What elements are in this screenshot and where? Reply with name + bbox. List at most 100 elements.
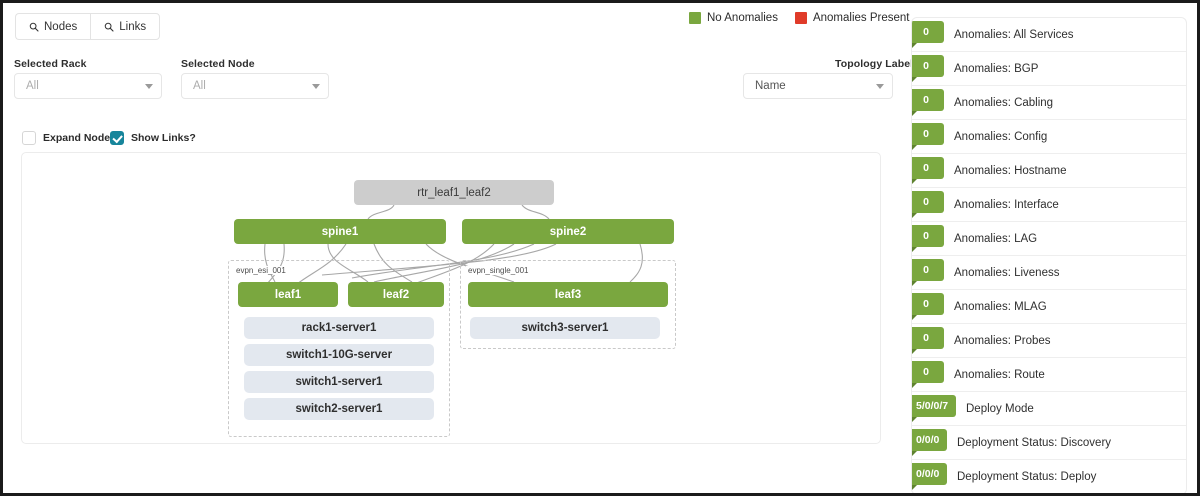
chevron-down-icon — [876, 83, 884, 89]
anomaly-row[interactable]: 0 Anomalies: LAG — [912, 222, 1186, 256]
anomaly-count-badge[interactable]: 0 — [912, 361, 944, 392]
anomaly-count-badge[interactable]: 0 — [912, 157, 944, 188]
anomaly-row[interactable]: 5/0/0/7 Deploy Mode — [912, 392, 1186, 426]
legend-label-anomalies-present: Anomalies Present — [812, 12, 910, 24]
node-label: rtr_leaf1_leaf2 — [417, 186, 491, 199]
node-spine1[interactable]: spine1 — [234, 219, 446, 244]
chevron-down-icon — [312, 83, 320, 89]
node-leaf1[interactable]: leaf1 — [238, 282, 338, 307]
expand-nodes-option[interactable]: Expand Nodes? — [22, 131, 122, 145]
node-label: switch1-server1 — [295, 376, 383, 388]
anomaly-count-badge[interactable]: 0 — [912, 327, 944, 358]
anomaly-row[interactable]: 0 Anomalies: Interface — [912, 188, 1186, 222]
anomaly-row[interactable]: 0 Anomalies: Route — [912, 358, 1186, 392]
selected-rack-label: Selected Rack — [14, 58, 87, 70]
anomaly-count-badge[interactable]: 0/0/0 — [912, 463, 948, 493]
legend-swatch-red — [794, 12, 807, 24]
anomaly-count-badge[interactable]: 0 — [912, 123, 944, 154]
anomaly-row-label[interactable]: Anomalies: Interface — [954, 198, 1059, 211]
node-leaf2[interactable]: leaf2 — [348, 282, 444, 307]
node-switch2-server1[interactable]: switch2-server1 — [244, 398, 434, 420]
anomaly-row-label[interactable]: Anomalies: Probes — [954, 334, 1051, 347]
show-links-checkbox[interactable] — [110, 131, 124, 145]
anomaly-row[interactable]: 0 Anomalies: Hostname — [912, 154, 1186, 188]
legend-swatch-green — [689, 12, 701, 24]
topology-label-value: Name — [755, 80, 786, 92]
anomaly-count-badge[interactable]: 0 — [912, 191, 944, 222]
anomaly-row[interactable]: 0 Anomalies: Probes — [912, 324, 1186, 358]
node-spine2[interactable]: spine2 — [462, 219, 674, 244]
expand-nodes-checkbox[interactable] — [22, 131, 36, 145]
node-label: leaf3 — [554, 288, 582, 301]
anomaly-row[interactable]: 0 Anomalies: Liveness — [912, 256, 1186, 290]
search-icon — [29, 22, 39, 32]
node-rtr-leaf1-leaf2[interactable]: rtr_leaf1_leaf2 — [354, 180, 554, 205]
chevron-down-icon — [145, 83, 153, 89]
anomaly-row-label[interactable]: Anomalies: BGP — [954, 62, 1039, 75]
show-links-option[interactable]: Show Links? — [110, 131, 196, 145]
anomaly-row-label[interactable]: Deployment Status: Deploy — [957, 471, 1097, 483]
node-switch3-server1[interactable]: switch3-server1 — [470, 317, 660, 339]
anomaly-count-badge[interactable]: 0 — [912, 293, 944, 324]
node-rack1-server1[interactable]: rack1-server1 — [244, 317, 434, 339]
tab-links-label: Links — [119, 20, 147, 33]
group-evpn-single-001 — [460, 260, 676, 349]
anomaly-row[interactable]: 0 Anomalies: MLAG — [912, 290, 1186, 324]
anomaly-row-label[interactable]: Anomalies: Route — [954, 368, 1045, 381]
node-label: switch3-server1 — [521, 322, 609, 334]
group-evpn-esi-001 — [228, 260, 450, 437]
group-label-evpn-single-001: evpn_single_001 — [466, 266, 531, 275]
anomaly-row-label[interactable]: Anomalies: MLAG — [954, 300, 1047, 313]
anomaly-row[interactable]: 0 Anomalies: BGP — [912, 52, 1186, 86]
anomaly-count-badge[interactable]: 0 — [912, 55, 944, 86]
anomaly-row[interactable]: 0 Anomalies: Config — [912, 120, 1186, 154]
legend-item-no-anomalies: No Anomalies — [689, 12, 778, 24]
node-switch1-10g-server[interactable]: switch1-10G-server — [244, 344, 434, 366]
tab-nodes[interactable]: Nodes — [15, 13, 91, 40]
anomaly-row[interactable]: 0/0/0 Deployment Status: Deploy — [912, 460, 1186, 493]
node-label: rack1-server1 — [301, 322, 377, 334]
anomaly-count-badge[interactable]: 0 — [912, 89, 944, 120]
anomaly-row[interactable]: 0 Anomalies: All Services — [912, 18, 1186, 52]
anomaly-row-label[interactable]: Deploy Mode — [966, 402, 1034, 415]
anomaly-row-label[interactable]: Anomalies: Cabling — [954, 96, 1054, 109]
selected-rack-value: All — [26, 80, 39, 92]
anomaly-count-badge[interactable]: 5/0/0/7 — [912, 395, 957, 426]
group-label-evpn-esi-001: evpn_esi_001 — [234, 266, 288, 275]
anomaly-legend: No Anomalies Anomalies Present — [689, 12, 910, 24]
anomaly-count-badge[interactable]: 0 — [912, 259, 944, 290]
expand-nodes-label: Expand Nodes? — [43, 132, 123, 144]
anomaly-row-label[interactable]: Anomalies: LAG — [954, 232, 1038, 245]
show-links-label: Show Links? — [131, 132, 196, 144]
view-tabs: Nodes Links — [15, 13, 161, 40]
selected-node-value: All — [193, 80, 206, 92]
node-switch1-server1[interactable]: switch1-server1 — [244, 371, 434, 393]
anomaly-row-label[interactable]: Anomalies: Hostname — [954, 164, 1067, 177]
anomaly-row-label[interactable]: Deployment Status: Discovery — [957, 436, 1112, 449]
tab-nodes-label: Nodes — [44, 20, 78, 33]
anomaly-count-badge[interactable]: 0/0/0 — [912, 429, 948, 460]
anomaly-row[interactable]: 0 Anomalies: Cabling — [912, 86, 1186, 120]
legend-item-anomalies-present: Anomalies Present — [794, 12, 910, 24]
anomaly-row-label[interactable]: Anomalies: All Services — [954, 28, 1074, 41]
selected-rack-select[interactable]: All — [14, 73, 162, 99]
node-label: switch1-10G-server — [285, 349, 393, 361]
anomaly-row-label[interactable]: Anomalies: Liveness — [954, 266, 1060, 279]
legend-label-no-anomalies: No Anomalies — [707, 12, 778, 24]
topology-label-select[interactable]: Name — [743, 73, 893, 99]
anomaly-count-badge[interactable]: 0 — [912, 21, 944, 52]
topology-label-label: Topology Label — [835, 58, 914, 70]
node-label: leaf1 — [274, 288, 302, 301]
anomaly-row-label[interactable]: Anomalies: Config — [954, 130, 1048, 143]
topology-canvas[interactable]: rtr_leaf1_leaf2 spine1 spine2 evpn_esi_0… — [21, 152, 881, 444]
anomaly-row[interactable]: 0/0/0 Deployment Status: Discovery — [912, 426, 1186, 460]
tab-links[interactable]: Links — [90, 13, 161, 40]
node-label: leaf2 — [382, 288, 410, 301]
selected-node-label: Selected Node — [181, 58, 255, 70]
node-leaf3[interactable]: leaf3 — [468, 282, 668, 307]
anomaly-count-badge[interactable]: 0 — [912, 225, 944, 256]
selected-node-select[interactable]: All — [181, 73, 329, 99]
node-label: spine1 — [321, 225, 359, 238]
